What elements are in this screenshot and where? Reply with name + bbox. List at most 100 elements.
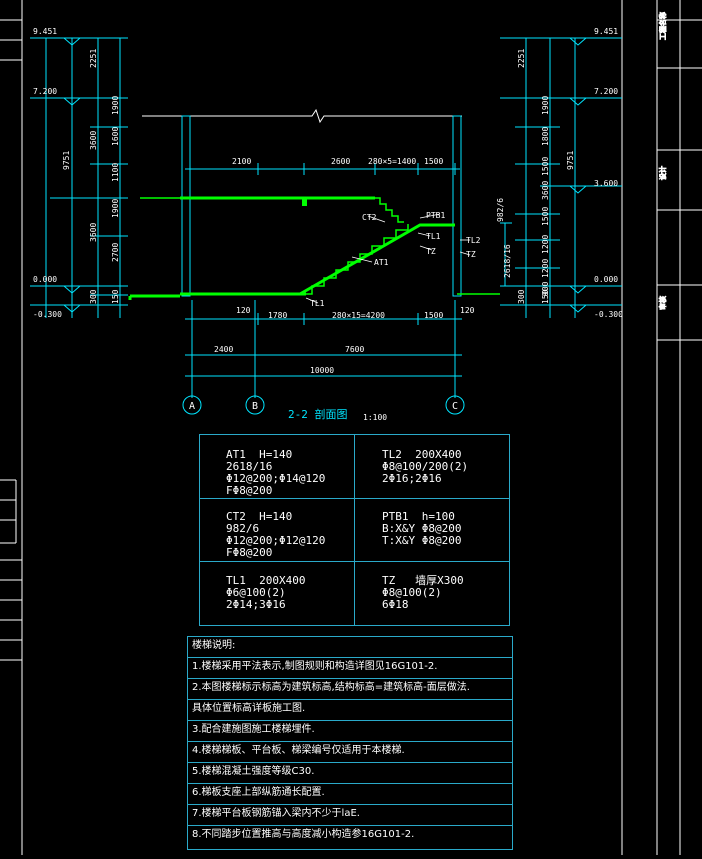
svg-text:工程名称: 工程名称	[658, 12, 667, 40]
member-label: CT2	[362, 213, 377, 222]
axis-bubble-label: C	[452, 401, 458, 412]
section-label-lines	[305, 213, 471, 304]
schedule-cell-line: 982/6	[226, 522, 260, 535]
right-title-block: 工程名称 设计 审核	[621, 0, 702, 855]
elevation-label: 3.600	[594, 179, 618, 188]
dimension-text: 1200	[541, 235, 550, 254]
dimension-text: 900	[541, 281, 550, 296]
dimension-text: 1900	[111, 96, 120, 115]
axis-bubble-label: B	[252, 401, 258, 412]
dimension-text: 300	[89, 289, 98, 304]
dimension-text: 280×15=4200	[332, 311, 385, 320]
note-item: 3.配合建施图施工楼梯埋件.	[188, 720, 512, 739]
svg-text:审核: 审核	[658, 296, 667, 310]
note-item: 2.本图楼梯标示标高为建筑标高,结构标高=建筑标高-面层做法.	[188, 678, 512, 697]
dimension-text: 1500	[424, 311, 443, 320]
schedule-cell-line: 2618/16	[226, 460, 273, 473]
member-label: TL1	[310, 299, 325, 308]
axis-bubble-label: A	[189, 401, 195, 412]
dimension-text: 1800	[541, 127, 550, 146]
dimension-text: 3600	[89, 223, 98, 242]
elevation-label: 7.200	[33, 87, 57, 96]
stair-notes-table: 楼梯说明: 1.楼梯采用平法表示,制图规则和构造详图见16G101-2. 2.本图…	[187, 636, 513, 850]
schedule-cell-line: 6Φ18	[382, 598, 409, 611]
schedule-cell-line: FΦ8@200	[226, 484, 273, 497]
schedule-cell-title: TL1 200X400	[226, 574, 306, 587]
note-item: 1.楼梯采用平法表示,制图规则和构造详图见16G101-2.	[188, 657, 512, 676]
dimension-text: 3600	[541, 181, 550, 200]
dimension-text: 7600	[345, 345, 364, 354]
dimension-text: 3600	[89, 131, 98, 150]
drawing-scale: 1:100	[363, 413, 388, 422]
note-item: 7.楼梯平台板钢筋锚入梁内不少于laE.	[188, 804, 512, 823]
drawing-title: 2-2 剖面图	[288, 408, 348, 421]
elevation-label: 7.200	[594, 87, 618, 96]
dimension-text: 2251	[89, 49, 98, 68]
dimension-text: 150	[541, 289, 550, 304]
left-title-strip	[0, 0, 23, 855]
dimension-text: 1200	[541, 259, 550, 278]
note-item: 6.梯板支座上部纵筋通长配置.	[188, 783, 512, 802]
member-label: TL1	[426, 232, 441, 241]
dimension-text: 1500	[541, 157, 550, 176]
dimension-text: 1780	[268, 311, 287, 320]
concrete-structure	[128, 196, 500, 300]
note-item: 具体位置标高详板施工图.	[188, 699, 512, 718]
dimension-text: 9751	[62, 151, 71, 170]
dimension-text: 2700	[111, 243, 120, 262]
schedule-cell-line: T:X&Y Φ8@200	[382, 534, 462, 547]
schedule-cell-title: PTB1 h=100	[382, 510, 455, 523]
elevation-label: -0.300	[33, 310, 62, 319]
annotation-text: 9.451 7.200 0.000 -0.300 9.451 7.200 3.600 0.00…	[33, 27, 623, 412]
elevation-label: 9.451	[594, 27, 618, 36]
schedule-cell-line: Φ6@100(2)	[226, 586, 286, 599]
elevation-label: 9.451	[33, 27, 57, 36]
schedule-cell-title: CT2 H=140	[226, 510, 293, 523]
schedule-cell-line: Φ8@100/200(2)	[382, 460, 469, 473]
notes-heading: 楼梯说明:	[192, 640, 236, 651]
dimension-text: 1600	[111, 127, 120, 146]
schedule-cell-line: Φ8@100(2)	[382, 586, 442, 599]
dimension-text: 982/6	[496, 198, 505, 222]
dimension-text: 280×5=1400	[368, 157, 416, 166]
dimension-text: 150	[111, 289, 120, 304]
schedule-cell-line: FΦ8@200	[226, 546, 273, 559]
schedule-cell-line: 2Φ16;2Φ16	[382, 472, 442, 485]
dimension-text: 1100	[111, 163, 120, 182]
dimension-text: 2100	[232, 157, 251, 166]
dimension-text: 300	[517, 289, 526, 304]
dimension-text: 1900	[541, 96, 550, 115]
svg-text:设计: 设计	[658, 166, 667, 180]
schedule-cell-line: B:X&Y Φ8@200	[382, 522, 462, 535]
member-label: PTB1	[426, 211, 445, 220]
dimension-text: 2251	[517, 49, 526, 68]
dimension-text: 10000	[310, 366, 334, 375]
dimension-layer	[30, 37, 622, 415]
elevation-label: 0.000	[594, 275, 618, 284]
schedule-cell-line: Φ12@200;Φ14@120	[226, 472, 326, 485]
dimension-text: 2400	[214, 345, 233, 354]
dimension-text: 1500	[424, 157, 443, 166]
note-item: 8.不同踏步位置推高与高度减小构造参16G101-2.	[188, 825, 512, 844]
member-label: TZ	[466, 250, 476, 259]
schedule-cell-line: 2Φ14;3Φ16	[226, 598, 286, 611]
dimension-text: 9751	[566, 151, 575, 170]
dimension-text: 2600	[331, 157, 350, 166]
dimension-text: 2618/16	[503, 244, 512, 278]
note-item: 5.楼梯混凝土强度等级C30.	[188, 762, 512, 781]
dimension-text: 1900	[111, 199, 120, 218]
dimension-text: 120	[236, 306, 251, 315]
member-label: TL2	[466, 236, 481, 245]
elevation-label: 0.000	[33, 275, 57, 284]
dimension-text: 1500	[541, 207, 550, 226]
schedule-cell-line: Φ12@200;Φ12@120	[226, 534, 326, 547]
